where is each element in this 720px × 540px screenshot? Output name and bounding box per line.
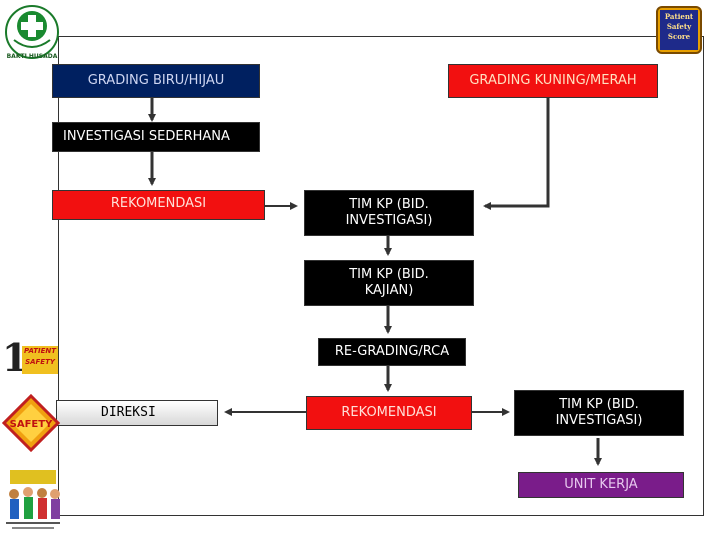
- rekomendasi-center-box: REKOMENDASI: [306, 396, 472, 430]
- grading-biru-hijau-box: GRADING BIRU/HIJAU: [52, 64, 260, 98]
- safety-people-illustration: [6, 470, 60, 529]
- unit-kerja-box: UNIT KERJA: [518, 472, 684, 498]
- rekomendasi-left-box: REKOMENDASI: [52, 190, 265, 220]
- tim-kp-investigasi-box: TIM KP (BID. INVESTIGASI): [304, 190, 474, 236]
- arrow-kuning-to-timkp: [483, 98, 550, 210]
- safety-diamond-logo: SAFETY: [2, 394, 60, 452]
- tim-kp-kajian-box: TIM KP (BID. KAJIAN): [304, 260, 474, 306]
- tim-kp-investigasi-2-box: TIM KP (BID. INVESTIGASI): [514, 390, 684, 436]
- diagram-frame: [58, 36, 704, 516]
- patient-safety-side-logo: 1 PATIENT SAFETY: [2, 334, 58, 384]
- patient-safety-top-badge: Patient Safety Score: [656, 6, 702, 54]
- re-grading-rca-box: RE-GRADING/RCA: [318, 338, 466, 366]
- patient-safety-top-label: Patient Safety Score: [660, 10, 698, 50]
- svg-text:BAKTI HUSADA: BAKTI HUSADA: [7, 53, 58, 60]
- svg-text:SAFETY: SAFETY: [10, 419, 53, 430]
- patient-safety-side-label: PATIENT SAFETY: [22, 346, 58, 374]
- direksi-box: DIREKSI: [56, 400, 218, 426]
- grading-kuning-merah-box: GRADING KUNING/MERAH: [448, 64, 658, 98]
- bakti-husada-logo: BAKTI HUSADA: [5, 5, 59, 60]
- investigasi-sederhana-box: INVESTIGASI SEDERHANA: [52, 122, 260, 152]
